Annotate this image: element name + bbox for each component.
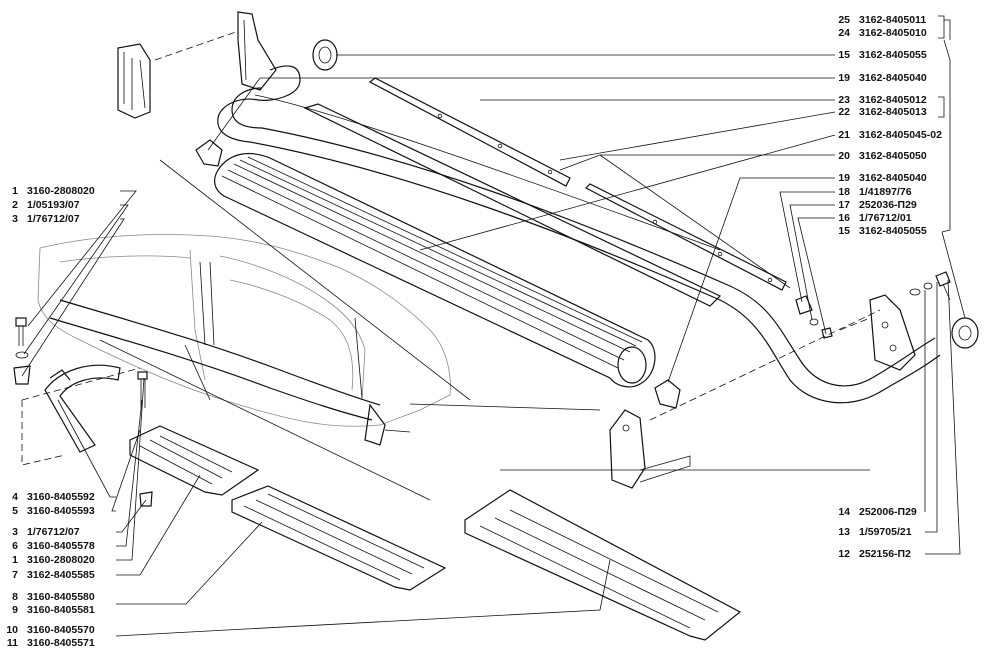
clip-part-top-left [117, 43, 151, 119]
main-tube-rail [249, 127, 941, 404]
clip-nut-left [13, 365, 31, 385]
rubber-cap-top [312, 39, 338, 71]
bolt-step [137, 371, 148, 408]
leader-lines-left [21, 190, 611, 637]
trim-strip-upper [368, 77, 571, 187]
washer-left [15, 351, 29, 359]
ribbed-step-cover [214, 103, 722, 388]
step-pad-small [129, 425, 260, 496]
right-bracket [869, 294, 916, 371]
leader-lines-right [207, 19, 966, 555]
callout-brackets-right [938, 15, 951, 233]
trim-strip-lower [584, 183, 787, 291]
assembly-dash-lines [21, 31, 881, 466]
step-pad-large [464, 489, 742, 641]
bolt-left [15, 317, 27, 346]
rubber-pad-upper [195, 139, 223, 167]
tube-bracket-left [217, 11, 721, 251]
clip-nut-step [139, 491, 153, 507]
lower-bracket-center [609, 409, 691, 489]
bolt-washers-right [909, 271, 951, 301]
construction-lines [99, 159, 870, 501]
lower-mudguard-left [44, 364, 121, 453]
vehicle-body-outline [37, 234, 451, 446]
small-fasteners-center [795, 295, 833, 339]
rubber-cap-right [951, 317, 979, 349]
rubber-pad-lower [654, 379, 681, 409]
step-pad-medium [231, 485, 447, 591]
